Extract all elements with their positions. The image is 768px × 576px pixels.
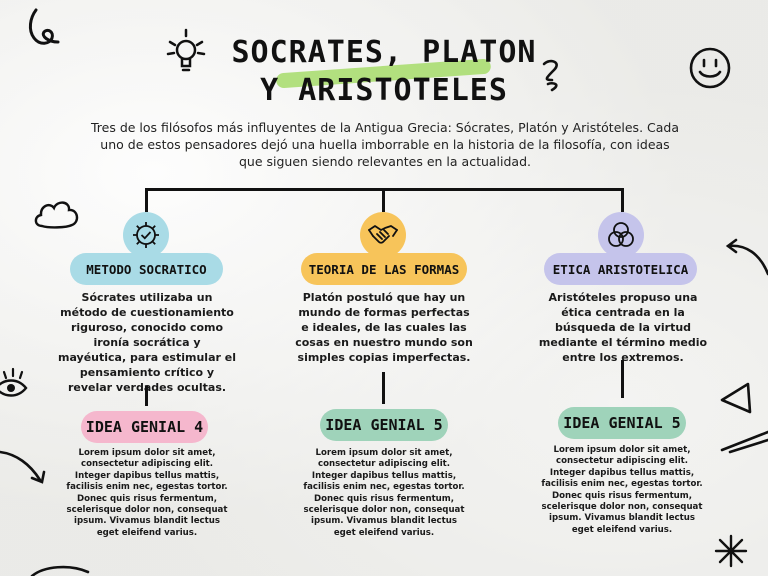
branch-description: Platón postuló que hay un mundo de forma…	[295, 291, 473, 364]
branch-description: Sócrates utilizaba un método de cuestion…	[58, 291, 236, 394]
branch-icon-circle	[598, 212, 644, 258]
idea-title-pill: IDEA GENIAL 5	[558, 407, 686, 439]
idea-text: Lorem ipsum dolor sit amet, consectetur …	[541, 445, 703, 535]
swirl-doodle-icon	[30, 565, 90, 576]
swirl-doodle-icon	[28, 8, 60, 45]
page-title-line2: Y ARISTOTELES	[260, 73, 508, 108]
branch-heading-pill: TEORIA DE LAS FORMAS	[301, 253, 467, 285]
sparkle-icon	[714, 534, 748, 568]
lightbulb-icon	[166, 28, 206, 72]
idea-text: Lorem ipsum dolor sit amet, consectetur …	[66, 448, 228, 538]
venn-circles-icon	[608, 222, 634, 247]
connector-vertical	[145, 386, 148, 406]
branch-icon-circle	[123, 212, 169, 258]
page-title-line1: SOCRATES, PLATON	[231, 35, 537, 70]
connector-vertical	[621, 360, 624, 398]
branch-heading-pill: METODO SOCRATICO	[70, 253, 223, 285]
idea-title-pill: IDEA GENIAL 5	[320, 409, 448, 441]
idea-title-pill: IDEA GENIAL 4	[81, 411, 208, 443]
branch-description: Aristóteles propuso una ética centrada e…	[538, 291, 708, 364]
smiley-icon	[689, 47, 731, 89]
idea-text: Lorem ipsum dolor sit amet, consectetur …	[303, 448, 465, 538]
branch-heading-pill: ETICA ARISTOTELICA	[544, 253, 697, 285]
arrow-doodle-icon	[0, 450, 46, 484]
branch-icon-circle	[360, 212, 406, 258]
connector-vertical	[382, 372, 385, 404]
handshake-icon	[368, 225, 398, 244]
arrow-doodle-icon	[725, 238, 768, 276]
connector-horizontal	[146, 188, 624, 191]
gear-check-icon	[133, 222, 159, 248]
squiggle-doodle-icon	[542, 59, 558, 92]
cloud-icon	[34, 201, 79, 229]
eye-icon	[0, 367, 28, 397]
triangle-icon	[720, 382, 752, 414]
arrow-doodle-icon	[720, 430, 768, 454]
connector-vertical	[145, 188, 148, 212]
connector-vertical	[382, 188, 385, 212]
intro-text: Tres de los filósofos más influyentes de…	[90, 120, 680, 169]
connector-vertical	[621, 188, 624, 212]
